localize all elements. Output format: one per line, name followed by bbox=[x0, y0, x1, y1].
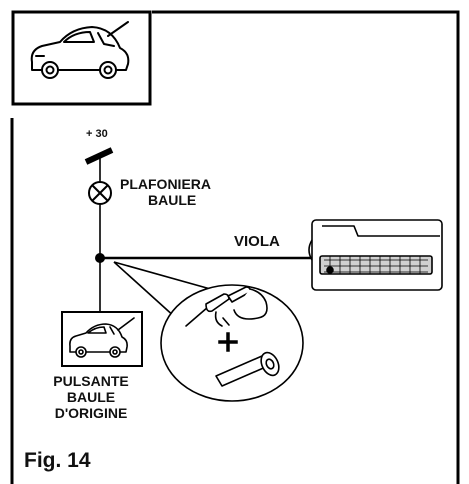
figure-caption: Fig. 14 bbox=[24, 449, 91, 472]
alarm-module-icon bbox=[308, 219, 443, 291]
figure-frame bbox=[10, 10, 460, 484]
car-trunk-button-icon bbox=[69, 317, 135, 358]
soldering-iron-icon bbox=[185, 286, 268, 327]
junction-node bbox=[95, 253, 105, 263]
button-label-line3: D'ORIGINE bbox=[54, 405, 128, 421]
button-label-line1: PULSANTE bbox=[53, 373, 129, 389]
lamp-label-line1: PLAFONIERA bbox=[120, 176, 211, 192]
wire-color-label: VIOLA bbox=[234, 233, 280, 250]
original-trunk-button-box bbox=[61, 311, 143, 367]
lamp-label-line2: BAULE bbox=[148, 192, 197, 208]
plus-sign-icon bbox=[218, 332, 238, 352]
lamp-symbol-icon bbox=[88, 181, 112, 205]
button-label-line2: BAULE bbox=[66, 389, 116, 405]
supply-bar bbox=[84, 147, 114, 165]
insulating-tape-icon bbox=[215, 351, 280, 387]
car-trunk-open-icon bbox=[30, 21, 130, 79]
car-header-box bbox=[11, 10, 152, 106]
supply-label: + 30 bbox=[86, 128, 108, 140]
